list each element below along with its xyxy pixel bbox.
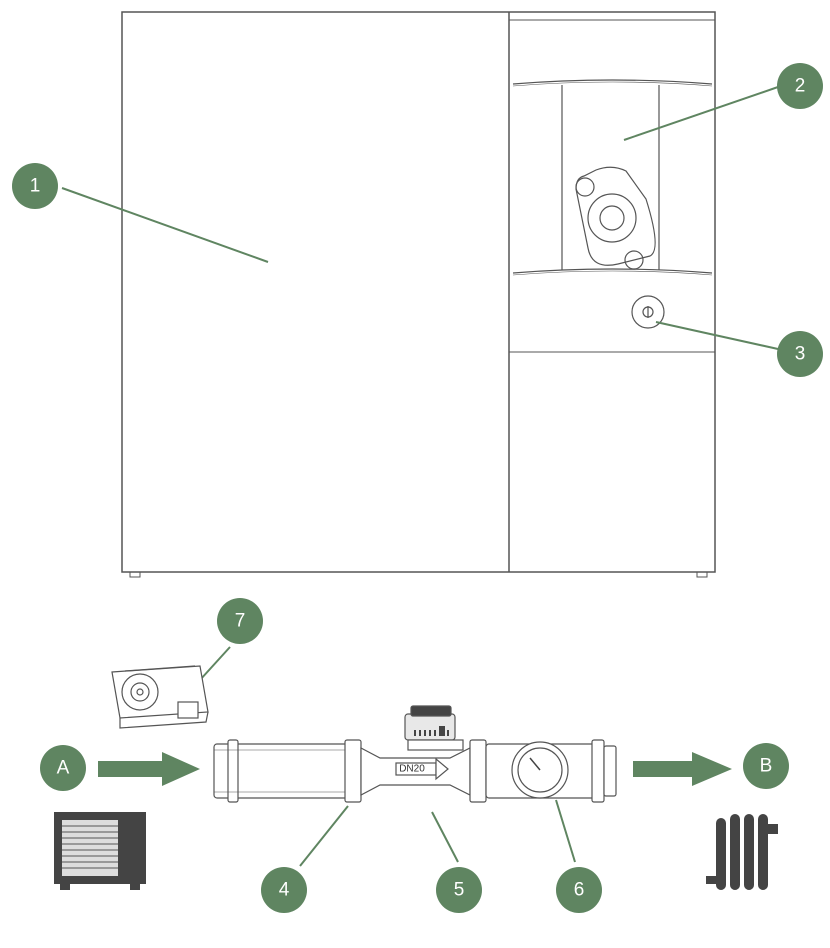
pipe-assembly xyxy=(213,705,617,803)
callout-badge-5: 5 xyxy=(436,867,482,913)
svg-text:4: 4 xyxy=(279,880,290,901)
leader-lines xyxy=(61,86,779,867)
callout-badge-7: 7 xyxy=(217,598,263,644)
indoor-unit-cabinet xyxy=(121,11,716,578)
pump-icon xyxy=(111,665,209,729)
callout-badge-6: 6 xyxy=(556,867,602,913)
callout-badge-1: 1 xyxy=(12,163,58,209)
heat-pump-unit-icon xyxy=(54,812,146,890)
callout-badge-2: 2 xyxy=(777,63,823,109)
svg-text:7: 7 xyxy=(235,611,246,632)
pressure-gauge-icon xyxy=(529,757,541,771)
flow-arrow-icon-out xyxy=(633,752,732,786)
callout-badge-3: 3 xyxy=(777,331,823,377)
svg-text:1: 1 xyxy=(30,176,41,197)
svg-text:5: 5 xyxy=(454,880,465,901)
svg-text:6: 6 xyxy=(574,880,585,901)
callout-badge-4: 4 xyxy=(261,867,307,913)
svg-text:3: 3 xyxy=(795,344,806,365)
flow-arrow-icon-in xyxy=(98,752,200,786)
callout-badge-b: B xyxy=(743,743,789,789)
pipe-size-label: DN20 xyxy=(399,764,425,775)
service-knob xyxy=(631,295,665,329)
radiator-icon xyxy=(706,814,778,890)
control-panel-window xyxy=(512,79,713,276)
svg-text:A: A xyxy=(57,758,70,779)
callout-badge-a: A xyxy=(40,745,86,791)
svg-text:2: 2 xyxy=(795,76,806,97)
svg-text:B: B xyxy=(760,756,773,777)
